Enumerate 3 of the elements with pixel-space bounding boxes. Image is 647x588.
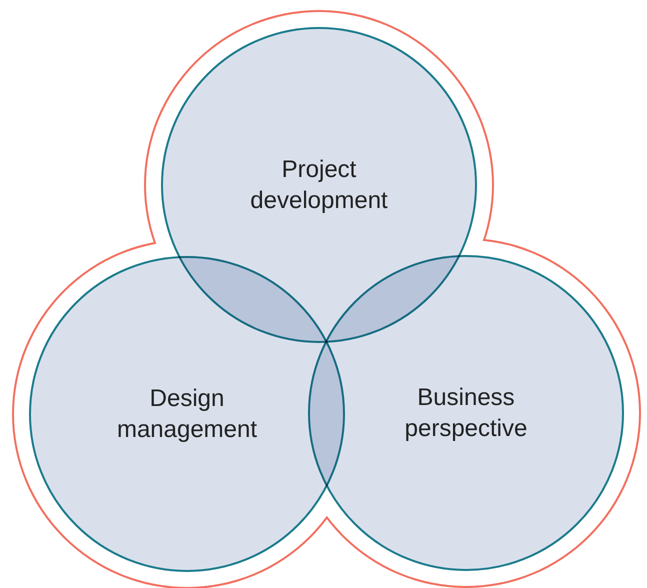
circle-label: Design management (116, 384, 258, 445)
circle-label: Project development (249, 154, 389, 216)
circle-label: Business perspective (404, 382, 528, 444)
